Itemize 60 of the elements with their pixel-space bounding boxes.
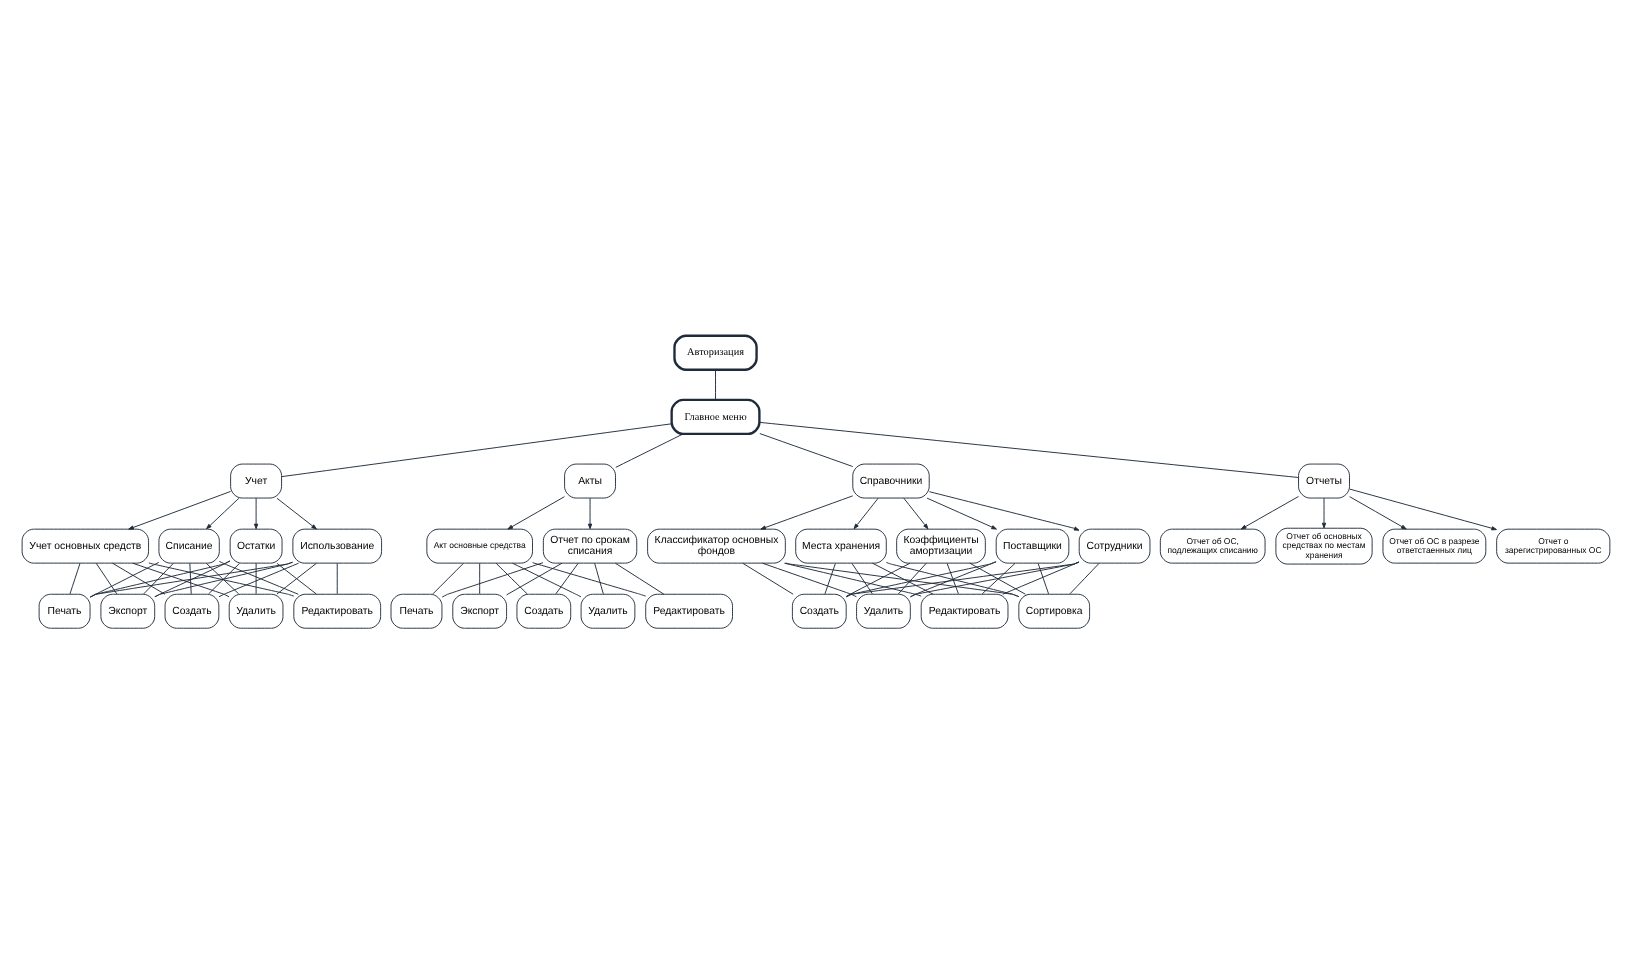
arrow [1349,496,1407,530]
connector [851,562,873,595]
connector [715,369,716,400]
connector [1037,562,1050,595]
connector [336,562,338,595]
connector [885,562,1020,598]
connector [1002,561,1080,595]
arrow [853,497,879,530]
arrow [206,497,240,530]
connector [506,562,563,596]
connector [785,562,1020,598]
connector [910,561,1080,598]
connector [946,562,959,595]
connector [112,562,166,595]
arrow [253,497,259,530]
connector [95,562,118,595]
arrow [760,495,854,530]
connector [824,562,836,595]
arrow [1321,497,1327,529]
connector [615,433,684,468]
connector [276,562,317,595]
connector [910,561,997,598]
connector [759,433,854,467]
connector [555,562,579,595]
arrow [1240,496,1299,530]
connector [614,562,665,595]
connector [479,562,481,595]
connector [783,562,922,597]
connector [594,562,604,595]
connector [495,562,528,595]
connector [281,423,672,478]
connector [969,562,1026,595]
arrow [587,497,593,530]
connector [69,562,81,595]
connector [432,562,464,595]
arrow [903,497,929,530]
connector [89,561,294,598]
connector [759,421,1299,478]
connector [143,562,174,595]
arrow [507,496,565,530]
connector [845,561,1080,598]
connector [532,562,647,597]
arrow [1349,488,1497,531]
arrow [276,497,317,530]
connector [846,562,911,597]
connector [897,562,927,595]
connector [255,562,257,595]
connector [1069,562,1100,595]
connector [132,562,230,598]
connector [512,562,582,598]
connector [762,562,857,598]
connector [845,561,997,598]
connector [189,562,192,595]
connector [981,562,1016,595]
connector [872,562,934,595]
connector [441,562,544,598]
arrow [926,497,997,530]
arrow [128,491,231,530]
connector [742,562,794,595]
arrow [928,491,1080,531]
